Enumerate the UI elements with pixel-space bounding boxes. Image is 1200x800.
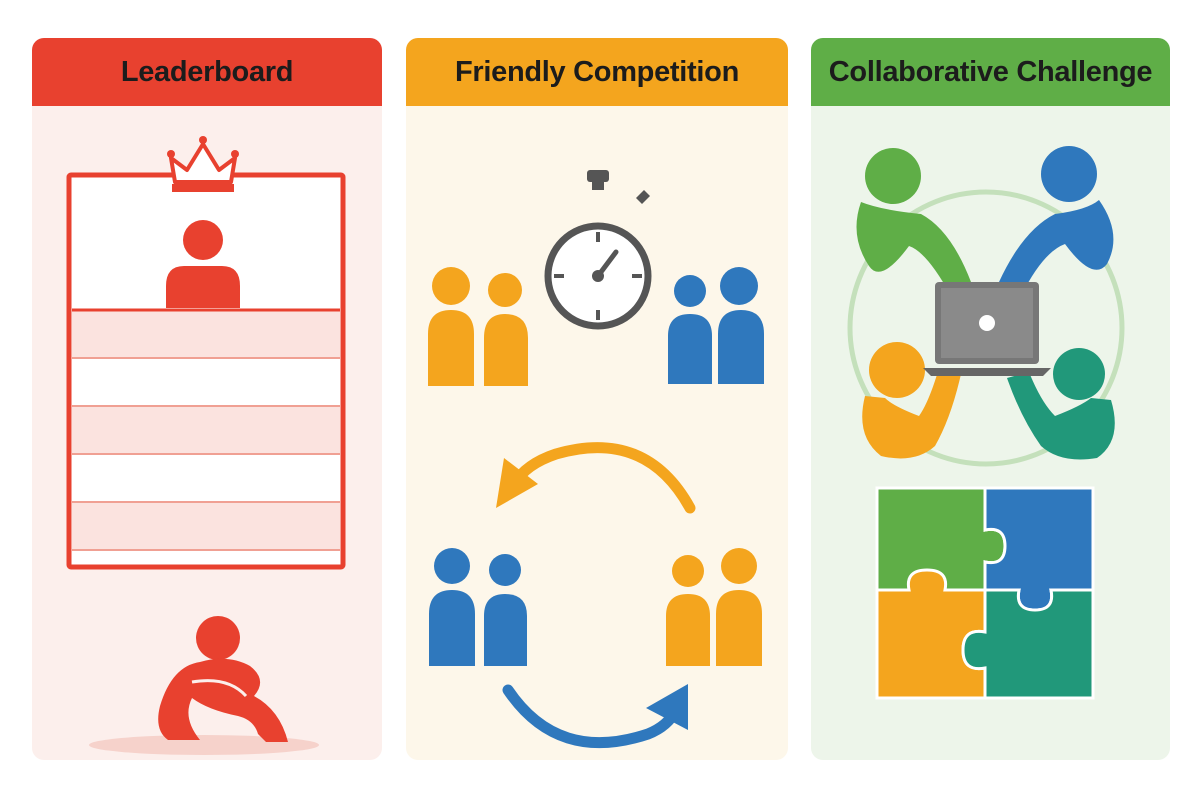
leaderboard-title: Leaderboard [120, 55, 294, 88]
leaderboard-table [66, 172, 346, 570]
stopwatch-icon [544, 170, 652, 330]
collaborative-challenge-title: Collaborative Challenge [828, 55, 1153, 88]
puzzle-icon [875, 486, 1095, 700]
sad-person-icon [89, 616, 319, 755]
team-blue-icon [668, 267, 764, 384]
leaderboard-header: Leaderboard [32, 38, 382, 106]
people-around-laptop-icon [856, 146, 1115, 460]
friendly-competition-header: Friendly Competition [406, 38, 788, 106]
leaderboard-panel: Leaderboard [32, 38, 382, 760]
friendly-competition-title: Friendly Competition [454, 55, 739, 88]
friendly-competition-panel: Friendly Competition [406, 38, 788, 760]
cycle-arrows-icon [496, 442, 696, 749]
collaborative-challenge-panel: Collaborative Challenge [811, 38, 1170, 760]
crown-icon [167, 136, 239, 192]
leaderboard-illustration [66, 136, 346, 755]
competition-illustration [428, 170, 764, 749]
team-yellow-bottom-icon [666, 548, 762, 666]
ring-shape [847, 189, 1125, 467]
collaborative-challenge-header: Collaborative Challenge [811, 38, 1170, 106]
leader-person-icon [166, 220, 240, 308]
team-yellow-icon [428, 267, 528, 386]
collaboration-illustration [847, 146, 1125, 700]
laptop-icon [923, 282, 1051, 376]
team-blue-bottom-icon [429, 548, 527, 666]
